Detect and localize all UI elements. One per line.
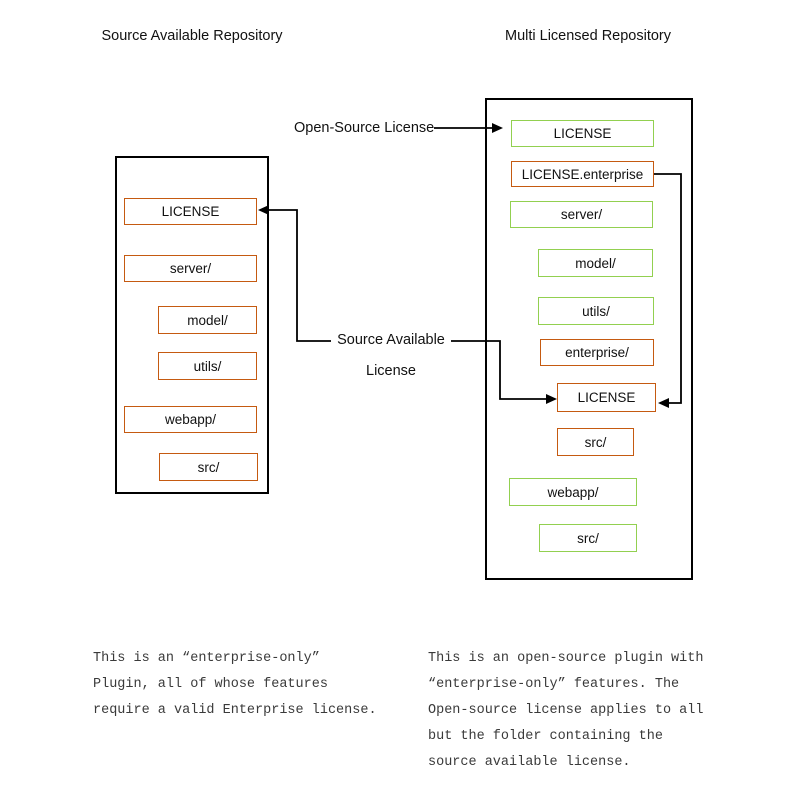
caption-line: This is an open-source plugin with (428, 651, 704, 666)
right-file-license-enterprise: LICENSE.enterprise (511, 161, 654, 187)
open-source-arrow (430, 123, 503, 133)
right-folder-server: server/ (510, 201, 653, 228)
right-folder-model: model/ (538, 249, 653, 277)
left-folder-utils: utils/ (158, 352, 257, 380)
right-folder-enterprise: enterprise/ (540, 339, 654, 366)
left-folder-src: src/ (159, 453, 258, 481)
caption-line: source available license. (428, 755, 631, 770)
enterprise-license-arrow (654, 173, 682, 408)
right-folder-utils: utils/ (538, 297, 654, 325)
left-repo-title: Source Available Repository (101, 28, 283, 44)
right-folder-src: src/ (539, 524, 637, 552)
right-folder-webapp: webapp/ (509, 478, 637, 506)
caption-line: but the folder containing the (428, 729, 663, 744)
open-source-license-label: Open-Source License (294, 120, 435, 136)
caption-line: Open-source license applies to all (428, 703, 704, 718)
right-folder-src-enterprise: src/ (557, 428, 634, 456)
right-repo-title: Multi Licensed Repository (504, 28, 672, 44)
right-file-license-sourceavailable: LICENSE (557, 383, 656, 412)
caption-line: This is an “enterprise-only” (93, 651, 320, 666)
source-available-license-label-line1: Source Available (337, 332, 445, 348)
left-file-license: LICENSE (124, 198, 257, 225)
caption-line: “enterprise-only” features. The (428, 677, 680, 692)
right-caption: This is an open-source plugin with “ente… (428, 646, 703, 776)
source-available-right-arrow (447, 340, 557, 404)
source-available-license-label-line2: License (366, 363, 416, 379)
left-folder-webapp: webapp/ (124, 406, 257, 433)
source-available-license-label: Source Available License (331, 325, 451, 387)
left-folder-model: model/ (158, 306, 257, 334)
source-available-left-arrow (258, 205, 336, 342)
caption-line: require a valid Enterprise license. (93, 703, 377, 718)
left-folder-server: server/ (124, 255, 257, 282)
caption-line: Plugin, all of whose features (93, 677, 328, 692)
right-file-license-opensource: LICENSE (511, 120, 654, 147)
left-caption: This is an “enterprise-only” Plugin, all… (93, 646, 377, 724)
